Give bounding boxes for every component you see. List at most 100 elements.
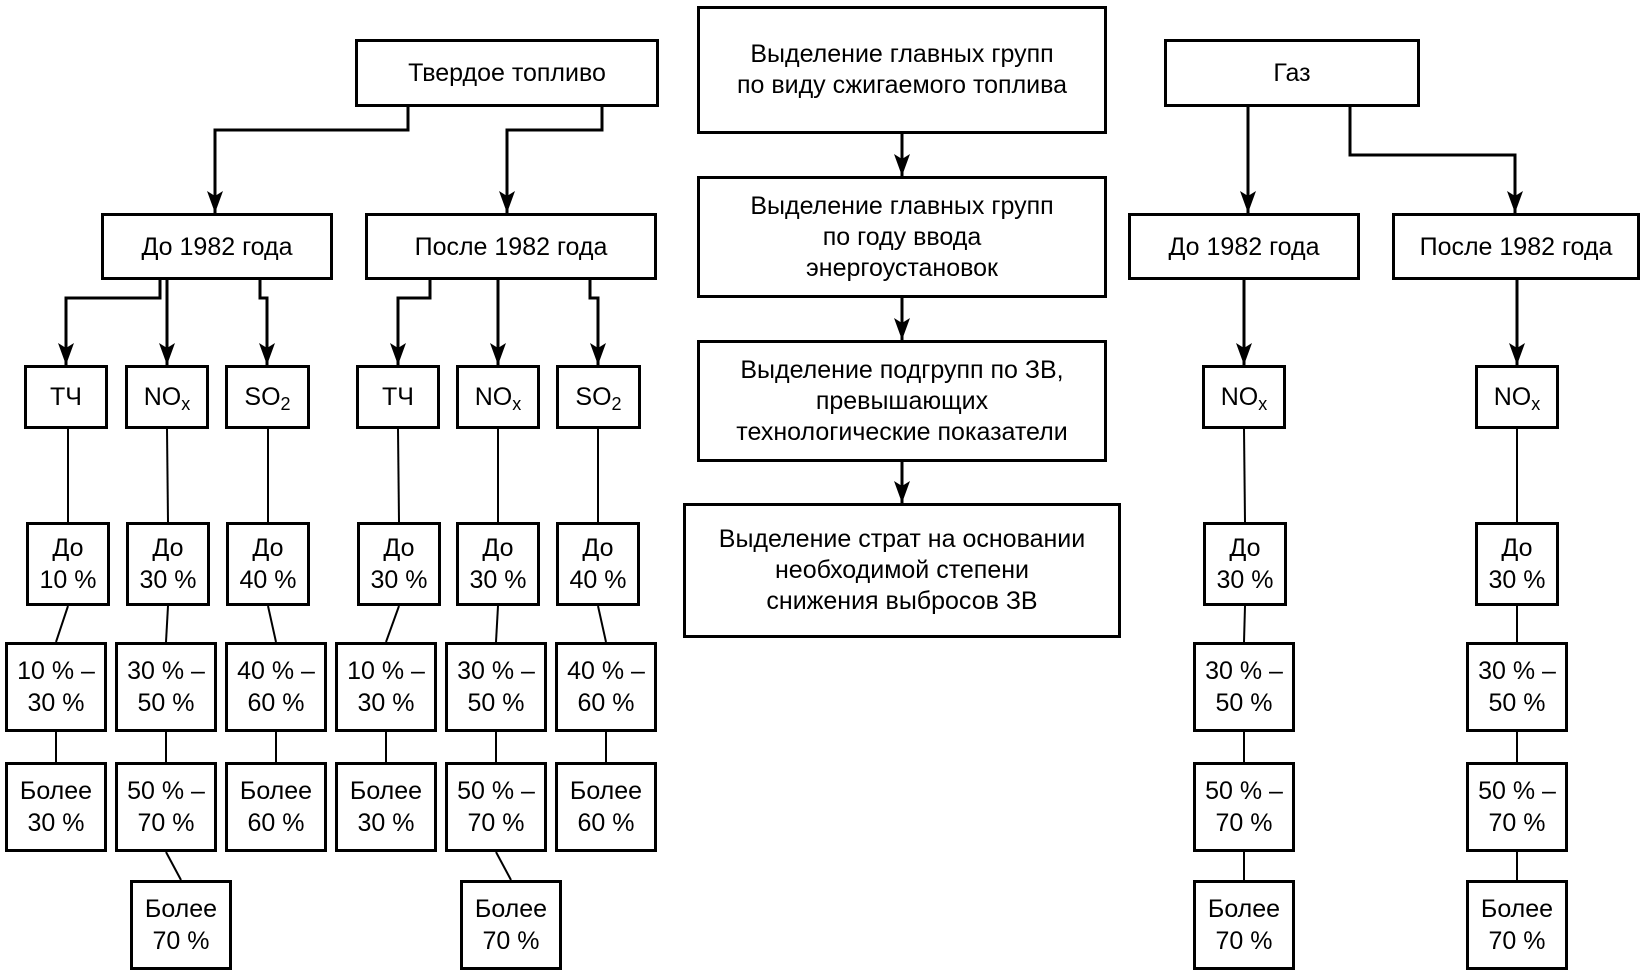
fuel-label-solid: Твердое топливо <box>408 59 606 87</box>
step-box-fuel-groups: Выделение главных групп по виду сжигаемо… <box>697 6 1107 134</box>
stratum-label: 30 % – 50 % <box>127 657 205 717</box>
stratum-label: До 40 % <box>569 534 627 594</box>
stratum-box-nox-gas-after-1: До 30 % <box>1475 522 1559 606</box>
fuel-label-gas: Газ <box>1273 59 1311 87</box>
formula-subscript: x <box>1531 394 1541 415</box>
stratum-connector-line <box>165 851 182 881</box>
stratum-label: До 40 % <box>239 534 297 594</box>
stratum-box-nox-solid-after-4: Более 70 % <box>460 880 562 970</box>
pollutant-label-nox: NOx <box>1221 381 1268 413</box>
stratum-label: Более 30 % <box>349 777 423 837</box>
pollutant-label-so2: SO2 <box>244 381 290 413</box>
step-box-strata: Выделение страт на основании необходимой… <box>683 503 1121 638</box>
stratum-label: До 30 % <box>1488 534 1546 594</box>
formula-base: NO <box>1220 383 1259 411</box>
year-box-gas-after: После 1982 года <box>1392 213 1640 280</box>
stratum-box-pm-solid-before-1: До 10 % <box>26 522 110 606</box>
formula-base: SO <box>244 383 281 411</box>
stratum-connector-line <box>55 605 69 643</box>
stratum-box-so2-solid-before-3: Более 60 % <box>225 762 327 852</box>
stratum-label: Более 70 % <box>144 895 218 955</box>
arrow-solid-after-to-so2 <box>588 280 606 365</box>
stratum-connector-line <box>495 605 499 643</box>
pollutant-label-pm: ТЧ <box>382 383 414 411</box>
year-box-solid-after: После 1982 года <box>365 213 657 280</box>
arrow-solid-after-to-pm <box>390 280 432 365</box>
formula-subscript: x <box>512 394 522 415</box>
stratum-box-nox-gas-before-4: Более 70 % <box>1193 880 1295 970</box>
formula-subscript: x <box>1258 394 1268 415</box>
stratum-connector-line <box>267 605 277 643</box>
formula-base: SO <box>575 383 612 411</box>
stratum-box-pm-solid-after-2: 10 % – 30 % <box>335 642 437 732</box>
step-text-fuel-groups: Выделение главных групп по виду сжигаемо… <box>736 40 1068 99</box>
stratum-connector-line <box>597 605 607 643</box>
year-label-solid-after: После 1982 года <box>414 232 608 261</box>
stratum-box-nox-gas-after-2: 30 % – 50 % <box>1466 642 1568 732</box>
arrow-solid-before-to-pm <box>58 280 162 365</box>
pollutant-label-nox: NOx <box>1494 381 1541 413</box>
step-box-year-groups: Выделение главных групп по году ввода эн… <box>697 176 1107 298</box>
stratum-label: 50 % – 70 % <box>1205 777 1283 837</box>
stratum-box-pm-solid-before-3: Более 30 % <box>5 762 107 852</box>
year-label-gas-before: До 1982 года <box>1168 232 1320 261</box>
pollutant-box-nox-gas-after: NOx <box>1475 365 1559 429</box>
stratum-box-nox-gas-after-3: 50 % – 70 % <box>1466 762 1568 852</box>
stratum-box-nox-solid-before-2: 30 % – 50 % <box>115 642 217 732</box>
formula-subscript: 2 <box>280 394 291 415</box>
stratum-box-pm-solid-after-3: Более 30 % <box>335 762 437 852</box>
stratum-label: 10 % – 30 % <box>17 657 95 717</box>
pollutant-box-pm-solid-after: ТЧ <box>356 365 440 429</box>
stratum-box-nox-gas-after-4: Более 70 % <box>1466 880 1568 970</box>
stratum-label: 50 % – 70 % <box>457 777 535 837</box>
stratum-box-nox-solid-before-3: 50 % – 70 % <box>115 762 217 852</box>
formula-base: NO <box>143 383 182 411</box>
formula-base: NO <box>474 383 513 411</box>
formula-base: NO <box>1493 383 1532 411</box>
pollutant-label-so2: SO2 <box>575 381 621 413</box>
stratum-box-nox-solid-after-3: 50 % – 70 % <box>445 762 547 852</box>
stratum-connector-line <box>165 605 169 643</box>
stratum-label: До 30 % <box>469 534 527 594</box>
stratum-box-nox-gas-before-1: До 30 % <box>1203 522 1287 606</box>
stratum-box-nox-solid-before-1: До 30 % <box>126 522 210 606</box>
stratum-label: Более 60 % <box>239 777 313 837</box>
stratum-box-nox-gas-before-2: 30 % – 50 % <box>1193 642 1295 732</box>
stratum-label: Более 30 % <box>19 777 93 837</box>
arrow-lines <box>58 107 1525 503</box>
stratum-label: 30 % – 50 % <box>1478 657 1556 717</box>
stratum-box-nox-solid-after-2: 30 % – 50 % <box>445 642 547 732</box>
stratum-links <box>55 428 1518 881</box>
stratum-label: До 30 % <box>1216 534 1274 594</box>
formula-subscript: 2 <box>611 394 622 415</box>
stratum-box-so2-solid-before-2: 40 % – 60 % <box>225 642 327 732</box>
step-text-year-groups: Выделение главных групп по году ввода эн… <box>750 191 1054 282</box>
stratum-box-nox-solid-before-4: Более 70 % <box>130 880 232 970</box>
stratum-label: Более 70 % <box>474 895 548 955</box>
arrow-gas-to-after <box>1348 107 1523 213</box>
stratum-label: 30 % – 50 % <box>457 657 535 717</box>
stratum-connector-line <box>385 605 400 643</box>
pollutant-box-nox-gas-before: NOx <box>1202 365 1286 429</box>
stratum-box-nox-solid-after-1: До 30 % <box>456 522 540 606</box>
stratum-box-pm-solid-before-2: 10 % – 30 % <box>5 642 107 732</box>
stratum-connector-line <box>1243 428 1246 523</box>
step-box-pollutant-subgroups: Выделение подгрупп по ЗВ, превышающих те… <box>697 340 1107 462</box>
stratum-box-so2-solid-after-1: До 40 % <box>556 522 640 606</box>
year-box-gas-before: До 1982 года <box>1128 213 1360 280</box>
stratum-connector-line <box>1243 605 1246 643</box>
arrow-solid-to-after <box>499 107 604 213</box>
pollutant-box-pm-solid-before: ТЧ <box>24 365 108 429</box>
arrow-solid-before-to-so2 <box>258 280 275 365</box>
stratum-label: 40 % – 60 % <box>567 657 645 717</box>
stratum-label: 50 % – 70 % <box>127 777 205 837</box>
stratum-box-so2-solid-after-2: 40 % – 60 % <box>555 642 657 732</box>
stratum-label: Более 70 % <box>1207 895 1281 955</box>
stratum-label: Более 70 % <box>1480 895 1554 955</box>
pollutant-label-nox: NOx <box>475 381 522 413</box>
fuel-box-solid: Твердое топливо <box>355 39 659 107</box>
year-label-gas-after: После 1982 года <box>1419 232 1613 261</box>
stratum-connector-line <box>397 428 400 523</box>
fuel-box-gas: Газ <box>1164 39 1420 107</box>
pollutant-box-nox-solid-before: NOx <box>125 365 209 429</box>
